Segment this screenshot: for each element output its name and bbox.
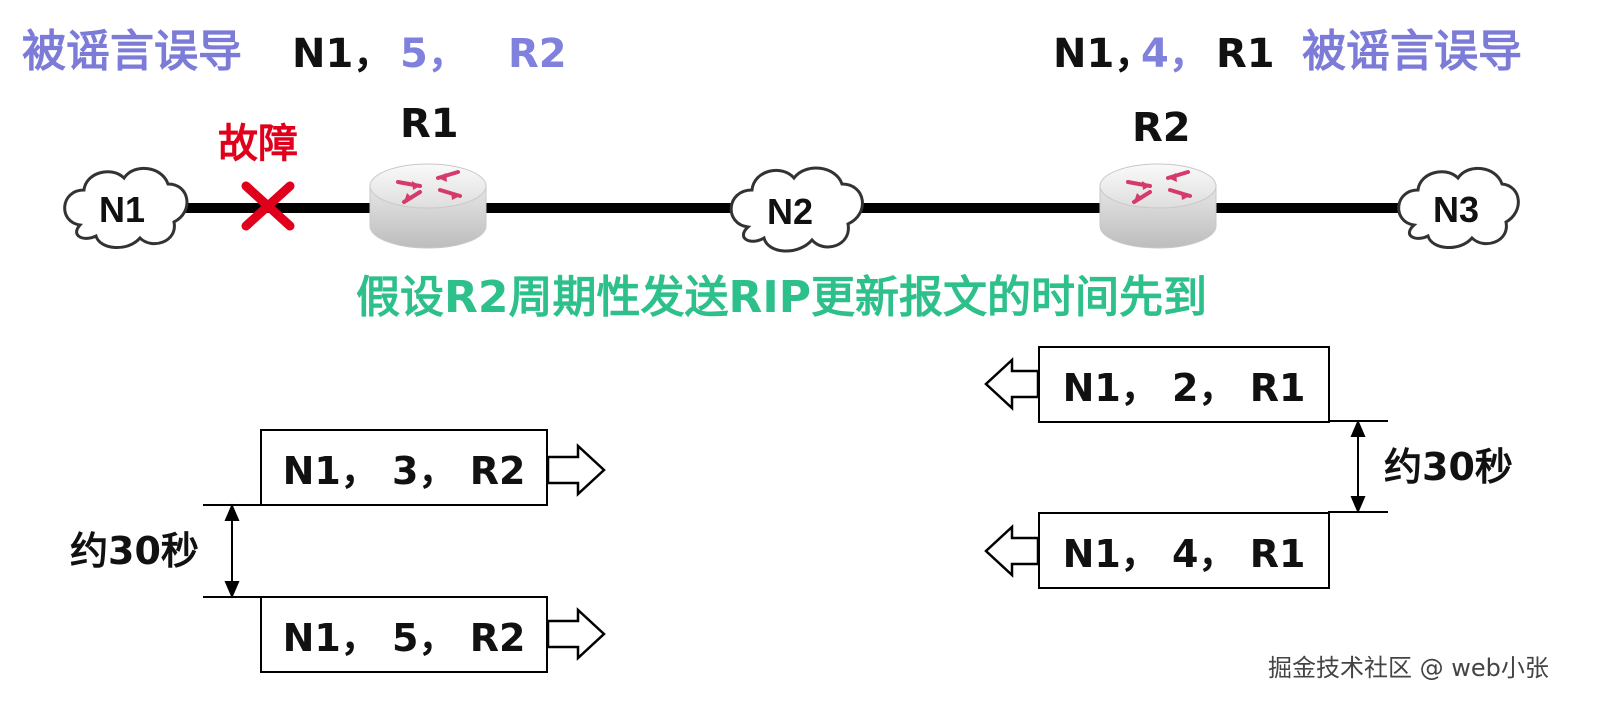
router-icon xyxy=(1099,163,1217,249)
arrow-right-icon xyxy=(546,607,606,661)
arrow-right-icon xyxy=(546,443,606,497)
route-next-hop-right: R1 xyxy=(1216,31,1275,77)
fault-label: 故障 xyxy=(218,121,298,167)
interval-label-left: 约30秒 xyxy=(70,529,199,573)
cloud-icon xyxy=(729,166,864,253)
watermark: 掘金技术社区 @ web小张 xyxy=(1268,654,1549,682)
arrow-left-icon xyxy=(984,524,1040,578)
misled-label-left: 被谣言误导 xyxy=(22,26,242,77)
route-metric-right: 4， xyxy=(1141,31,1209,77)
interval-marker-right xyxy=(1328,419,1388,514)
misled-label-right: 被谣言误导 xyxy=(1302,26,1522,77)
route-dest-right: N1， xyxy=(1053,31,1155,77)
packet-box: N1， 5， R2 xyxy=(260,596,548,673)
arrow-left-icon xyxy=(984,357,1040,411)
packet-box: N1， 2， R1 xyxy=(1038,346,1330,423)
route-next-hop-left: R2 xyxy=(508,31,567,77)
interval-marker-left xyxy=(203,503,262,599)
interval-label-right: 约30秒 xyxy=(1384,445,1513,489)
caption: 假设R2周期性发送RIP更新报文的时间先到 xyxy=(356,272,1207,323)
network-label-n2: N2 xyxy=(767,191,813,232)
router-icon xyxy=(369,163,487,249)
cloud-icon xyxy=(63,166,189,249)
network-label-n3: N3 xyxy=(1433,189,1479,230)
packet-box: N1， 4， R1 xyxy=(1038,512,1330,589)
route-metric-left: 5， xyxy=(400,31,468,77)
packet-box: N1， 3， R2 xyxy=(260,429,548,506)
network-label-n1: N1 xyxy=(99,189,145,230)
cloud-icon xyxy=(1397,166,1520,249)
router-label-r2: R2 xyxy=(1132,105,1191,151)
red-x-icon xyxy=(241,181,295,231)
router-label-r1: R1 xyxy=(400,101,459,147)
route-dest-left: N1， xyxy=(292,31,394,77)
